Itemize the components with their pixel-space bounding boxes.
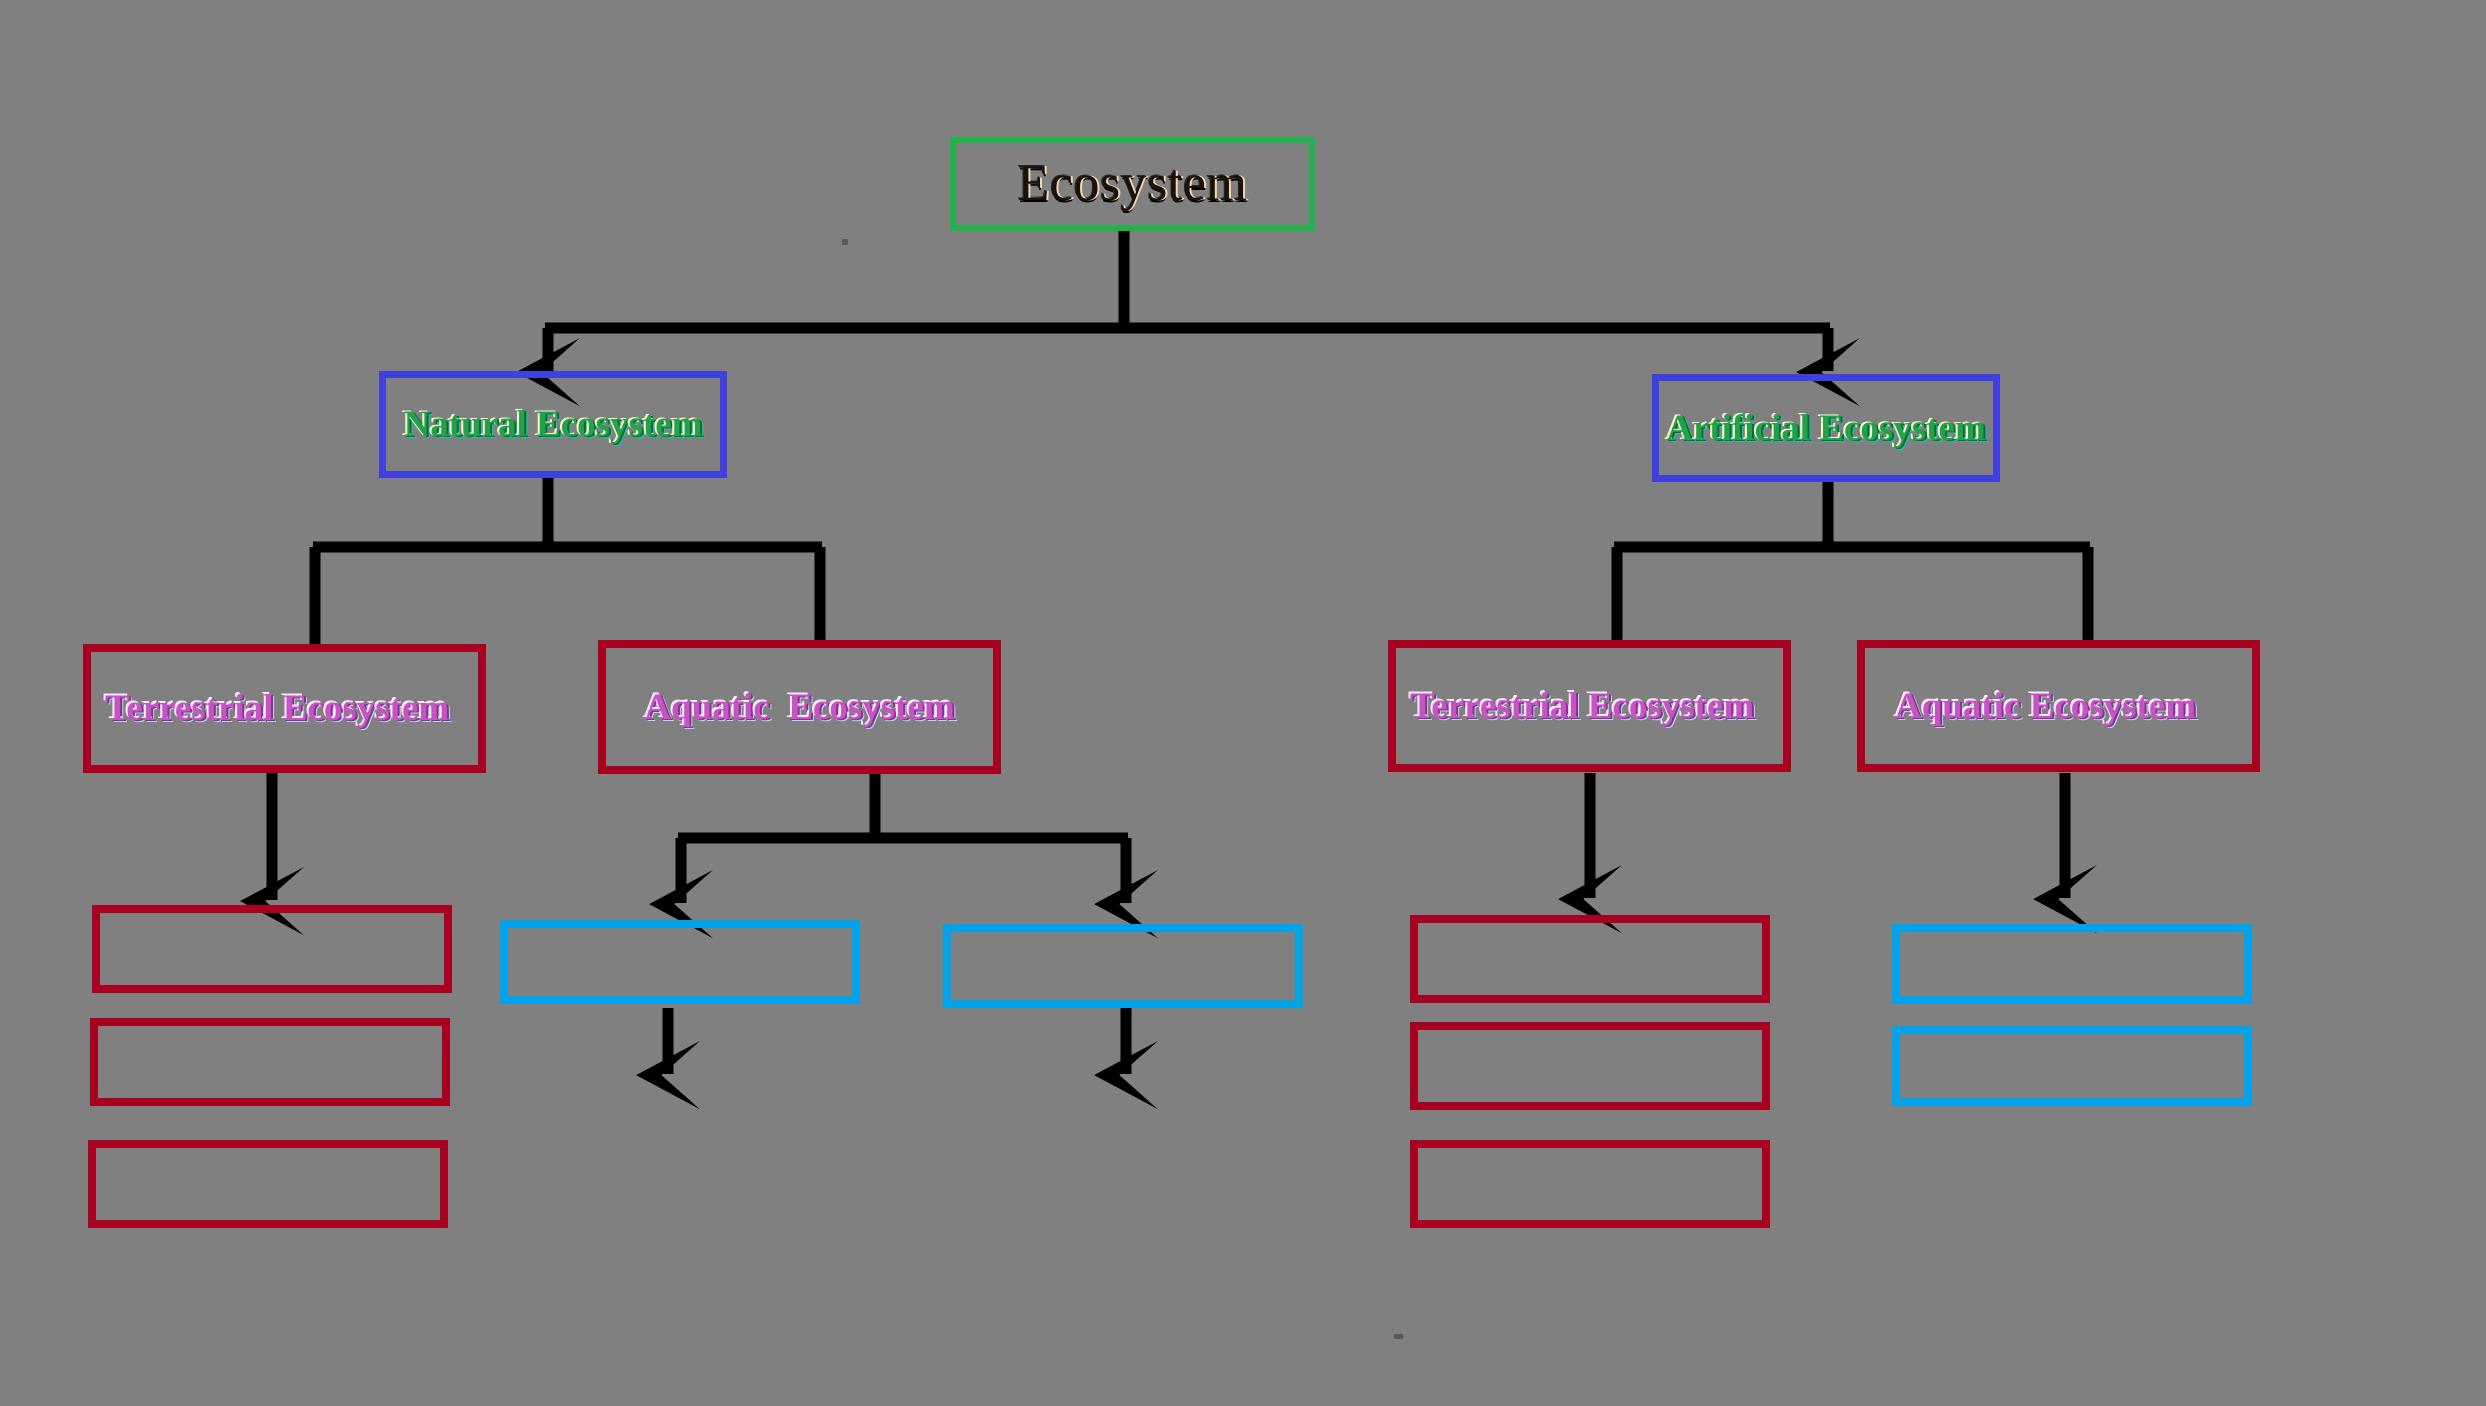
- node-artificial-terrestrial-ecosystem[interactable]: Terrestrial Ecosystem: [1388, 640, 1791, 772]
- node-artificial-terrestrial-leaf-2[interactable]: [1410, 1022, 1770, 1110]
- node-artificial-terrestrial-leaf-3[interactable]: [1410, 1140, 1770, 1228]
- node-artificial-aquatic-ecosystem[interactable]: Aquatic Ecosystem: [1857, 640, 2260, 772]
- node-artificial-aquatic-leaf-2[interactable]: [1892, 1026, 2252, 1106]
- node-label-natural-ecosystem: Natural Ecosystem: [403, 404, 703, 445]
- node-artificial-ecosystem[interactable]: Artificial Ecosystem: [1652, 374, 2000, 482]
- node-artificial-terrestrial-leaf-1[interactable]: [1410, 915, 1770, 1003]
- node-label-natural-aquatic: Aquatic Ecosystem: [644, 686, 955, 728]
- node-natural-terrestrial-leaf-3[interactable]: [88, 1140, 448, 1228]
- node-natural-ecosystem[interactable]: Natural Ecosystem: [379, 371, 727, 478]
- node-label-artificial-terrestrial: Terrestrial Ecosystem: [1410, 685, 1755, 727]
- node-natural-aquatic-leaf-1[interactable]: [500, 920, 860, 1004]
- node-artificial-aquatic-leaf-1[interactable]: [1892, 924, 2252, 1004]
- node-label-natural-terrestrial: Terrestrial Ecosystem: [105, 688, 450, 729]
- node-natural-aquatic-ecosystem[interactable]: Aquatic Ecosystem: [598, 640, 1001, 774]
- node-natural-terrestrial-leaf-2[interactable]: [90, 1018, 450, 1106]
- ink-speck-bottom: [1394, 1334, 1403, 1339]
- node-natural-terrestrial-ecosystem[interactable]: Terrestrial Ecosystem: [83, 644, 486, 773]
- node-label-artificial-ecosystem: Artificial Ecosystem: [1666, 407, 1986, 449]
- node-natural-terrestrial-leaf-1[interactable]: [92, 905, 452, 993]
- node-natural-aquatic-leaf-2[interactable]: [943, 924, 1303, 1008]
- node-label-artificial-aquatic: Aquatic Ecosystem: [1895, 685, 2197, 727]
- node-ecosystem-root[interactable]: Ecosystem: [950, 137, 1315, 231]
- node-label-root: Ecosystem: [1017, 155, 1248, 212]
- ink-speck-top: [842, 239, 848, 245]
